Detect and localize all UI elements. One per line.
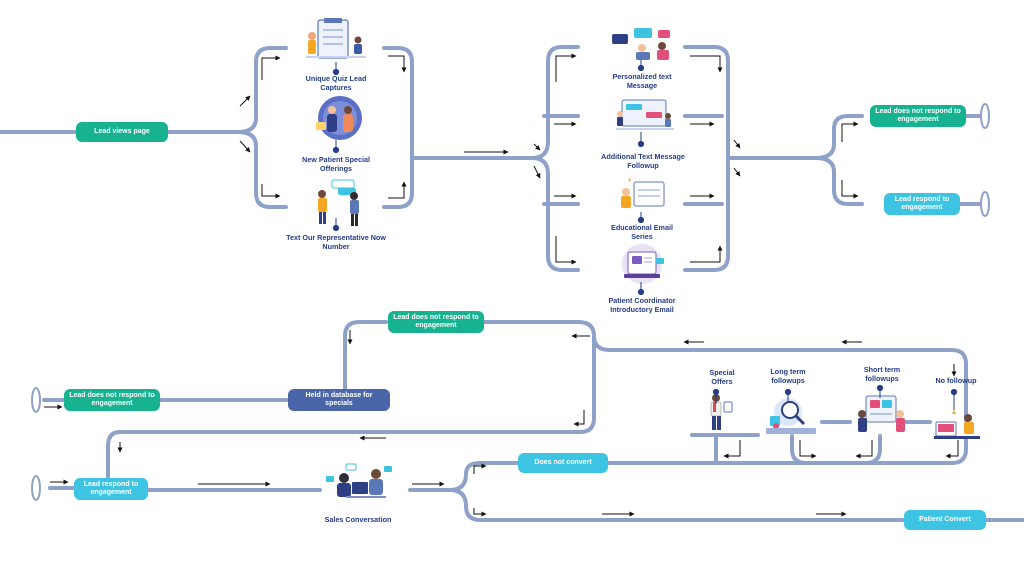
quiz-clipboard-icon bbox=[306, 18, 366, 59]
sales-conversation-icon bbox=[326, 463, 392, 498]
held-in-database-node: Held in database for specials bbox=[288, 389, 390, 411]
lead-respond-node: Lead respond to engagement bbox=[884, 193, 960, 215]
long-term-followups-icon bbox=[766, 398, 816, 434]
text-followup-icon bbox=[616, 99, 674, 130]
coordinator-email-icon bbox=[622, 244, 664, 284]
lead-views-page-node: Lead views page bbox=[76, 122, 168, 142]
engagement-label-personalized: Personalized text Message bbox=[612, 72, 672, 90]
arrows bbox=[44, 53, 959, 517]
endpoint-circles bbox=[31, 103, 990, 501]
lead-not-respond-top-node: Lead does not respond to engagement bbox=[388, 311, 484, 333]
followup-label-special-offers: Special Offers bbox=[709, 368, 735, 386]
short-term-followups-icon bbox=[858, 395, 905, 432]
patient-convert-node: Patient Convert bbox=[904, 510, 986, 530]
top-connectors bbox=[0, 45, 986, 272]
bottom-connectors bbox=[42, 320, 1024, 522]
followup-label-long-term: Long term followups bbox=[770, 367, 806, 385]
lead-not-respond-node: Lead does not respond to engagement bbox=[870, 105, 966, 127]
personalized-text-icon bbox=[612, 28, 670, 60]
pins bbox=[332, 60, 958, 410]
followup-label-short-term: Short term followups bbox=[863, 365, 901, 383]
engagement-label-followup: Additional Text Message Followup bbox=[601, 152, 685, 170]
lead-not-respond-left-node: Lead does not respond to engagement bbox=[64, 389, 160, 411]
does-not-convert-node: Does not convert bbox=[518, 453, 608, 473]
lead-respond-left-node: Lead respond to engagement bbox=[74, 478, 148, 500]
engagement-label-email-series: Educational Email Series bbox=[611, 223, 673, 241]
patient-offer-icon bbox=[316, 96, 362, 140]
followup-label-no-followup: No followup bbox=[935, 376, 977, 385]
email-series-icon bbox=[621, 178, 665, 208]
capture-label-offerings: New Patient Special Offerings bbox=[302, 155, 370, 173]
no-followup-icon bbox=[934, 410, 980, 439]
capture-label-quiz: Unique Quiz Lead Captures bbox=[305, 74, 367, 92]
capture-label-text-rep: Text Our Representative Now Number bbox=[286, 233, 386, 251]
special-offers-icon bbox=[710, 394, 733, 430]
text-representative-icon bbox=[318, 179, 359, 226]
sales-conversation-label: Sales Conversation bbox=[324, 515, 392, 524]
engagement-label-coordinator: Patient Coordinator Introductory Email bbox=[608, 296, 676, 314]
